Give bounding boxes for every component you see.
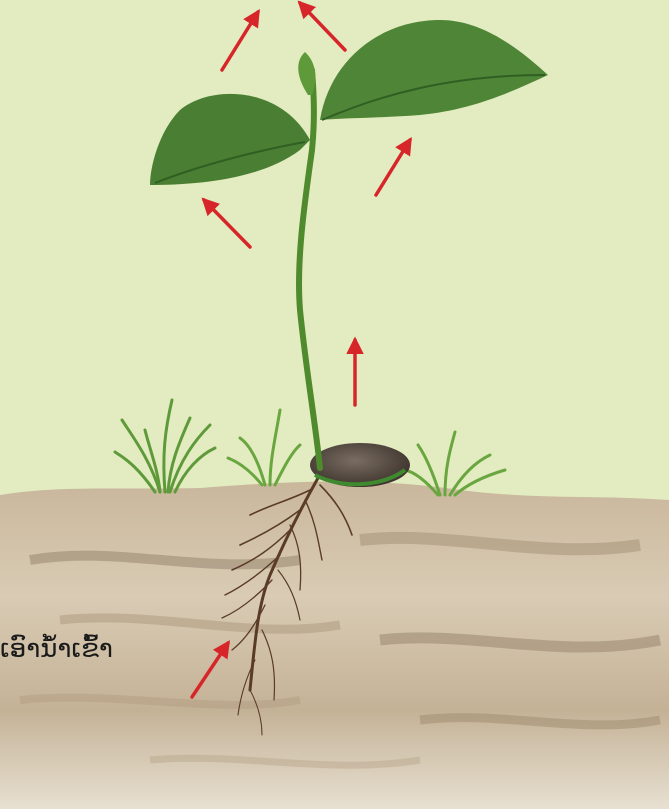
water-intake-caption: ເອົານ້ຳເຂົ້າ xyxy=(0,634,113,664)
